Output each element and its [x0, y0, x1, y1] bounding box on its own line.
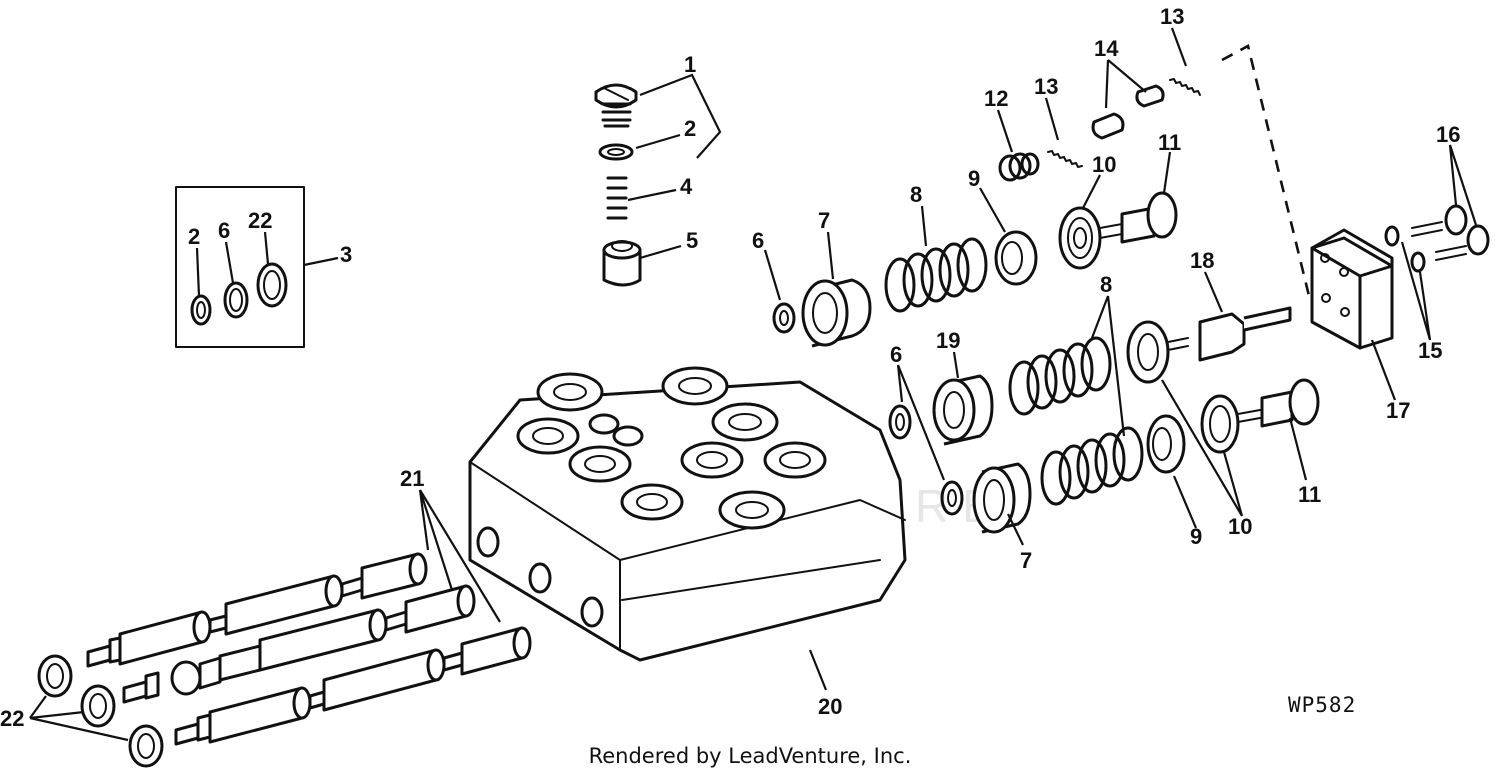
callout-7-upper: 7 — [818, 208, 830, 233]
callout-9-lower: 9 — [1190, 524, 1202, 549]
callout-8-upper: 8 — [910, 182, 922, 207]
callout-6-upper: 6 — [752, 228, 764, 253]
callout-22: 22 — [0, 706, 24, 731]
callout-9-upper: 9 — [968, 166, 980, 191]
callout-13-left: 13 — [1034, 74, 1058, 99]
callout-kit-2: 2 — [188, 224, 200, 249]
callout-16: 16 — [1436, 122, 1460, 147]
footer-credit: Rendered by LeadVenture, Inc. — [588, 744, 912, 768]
callout-13-right: 13 — [1160, 4, 1184, 29]
valve-body — [468, 366, 907, 691]
end-cover — [1310, 144, 1490, 401]
callout-14: 14 — [1094, 36, 1119, 61]
seal-kit-box — [175, 186, 339, 348]
callout-7-lower: 7 — [1020, 548, 1032, 573]
callout-20: 20 — [818, 694, 842, 719]
check-ball-parts — [996, 27, 1312, 301]
callout-11-upper: 11 — [1158, 130, 1181, 155]
callout-18: 18 — [1190, 248, 1214, 273]
callout-11-lower: 11 — [1298, 482, 1321, 507]
callout-12: 12 — [984, 86, 1008, 111]
callout-10-lower: 10 — [1228, 514, 1252, 539]
callout-labels: 1 2 4 5 6 7 8 9 10 11 12 13 14 13 3 2 6 … — [0, 4, 1460, 731]
callout-5: 5 — [686, 228, 698, 253]
callout-21: 21 — [400, 466, 424, 491]
spools — [29, 489, 532, 768]
callout-4: 4 — [680, 174, 693, 199]
callout-8-lower: 8 — [1100, 272, 1112, 297]
figure-code: WP582 — [1288, 693, 1356, 717]
callout-2: 2 — [684, 116, 696, 141]
callout-1: 1 — [684, 52, 696, 77]
upper-relief-valve — [763, 151, 1178, 348]
callout-19: 19 — [936, 328, 960, 353]
callout-17: 17 — [1386, 398, 1410, 423]
callout-kit-6: 6 — [218, 218, 230, 243]
callout-10-upper: 10 — [1092, 152, 1116, 177]
relief-plug-stack — [594, 73, 722, 287]
callout-15: 15 — [1418, 338, 1442, 363]
lower-relief-valves — [888, 271, 1320, 546]
callout-6-lower: 6 — [890, 342, 902, 367]
callout-kit-22: 22 — [248, 208, 272, 233]
callout-3: 3 — [340, 242, 352, 267]
